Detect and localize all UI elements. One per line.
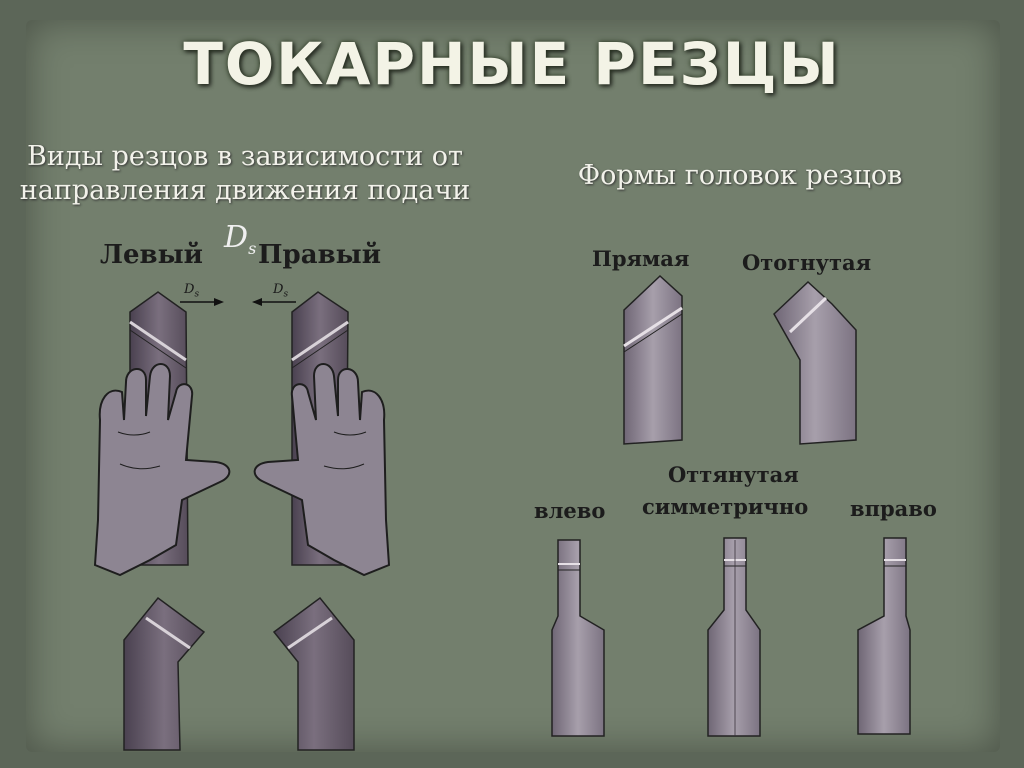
slide-title: ТОКАРНЫЕ РЕЗЦЫ: [183, 30, 841, 98]
left-bent-cutter: [123, 596, 206, 751]
feed-symbol-subscript: s: [248, 239, 257, 258]
head-forms-heading: Формы головок резцов: [577, 160, 903, 191]
left-feed-arrow: [180, 298, 224, 306]
drawn-head-label-line1: Оттянутая: [668, 462, 799, 487]
right-feed-arrow: [252, 298, 296, 306]
drawn-left-label: влево: [534, 498, 606, 523]
bent-head-label: Отогнутая: [742, 250, 872, 275]
right-cutter-label: Правый: [258, 240, 381, 270]
left-hand: [93, 363, 231, 577]
drawn-left-cutter: [551, 539, 605, 737]
feed-symbol: Ds: [224, 220, 256, 258]
drawn-symmetric-cutter: [707, 537, 761, 737]
right-feed-arrow-sub: s: [283, 289, 289, 300]
feed-symbol-letter: D: [224, 220, 249, 255]
feed-direction-heading: Виды резцов в зависимости от направления…: [10, 140, 480, 208]
left-cutter-label: Левый: [100, 240, 203, 270]
right-feed-arrow-letter: D: [273, 282, 284, 297]
right-hand: [253, 363, 391, 577]
drawn-right-cutter: [857, 537, 911, 735]
right-feed-arrow-label: Ds: [273, 282, 288, 300]
feed-direction-heading-line2: направления движения подачи: [19, 175, 471, 206]
left-feed-arrow-sub: s: [194, 289, 200, 300]
right-bent-cutter: [272, 596, 355, 751]
left-feed-arrow-label: Ds: [184, 282, 199, 300]
bent-head-cutter: [773, 280, 857, 445]
drawn-head-label-line2: симметрично: [642, 494, 809, 519]
straight-head-cutter: [623, 274, 683, 445]
drawn-right-label: вправо: [850, 496, 937, 521]
left-feed-arrow-letter: D: [184, 282, 195, 297]
feed-direction-heading-line1: Виды резцов в зависимости от: [27, 141, 463, 172]
straight-head-label: Прямая: [592, 246, 690, 271]
